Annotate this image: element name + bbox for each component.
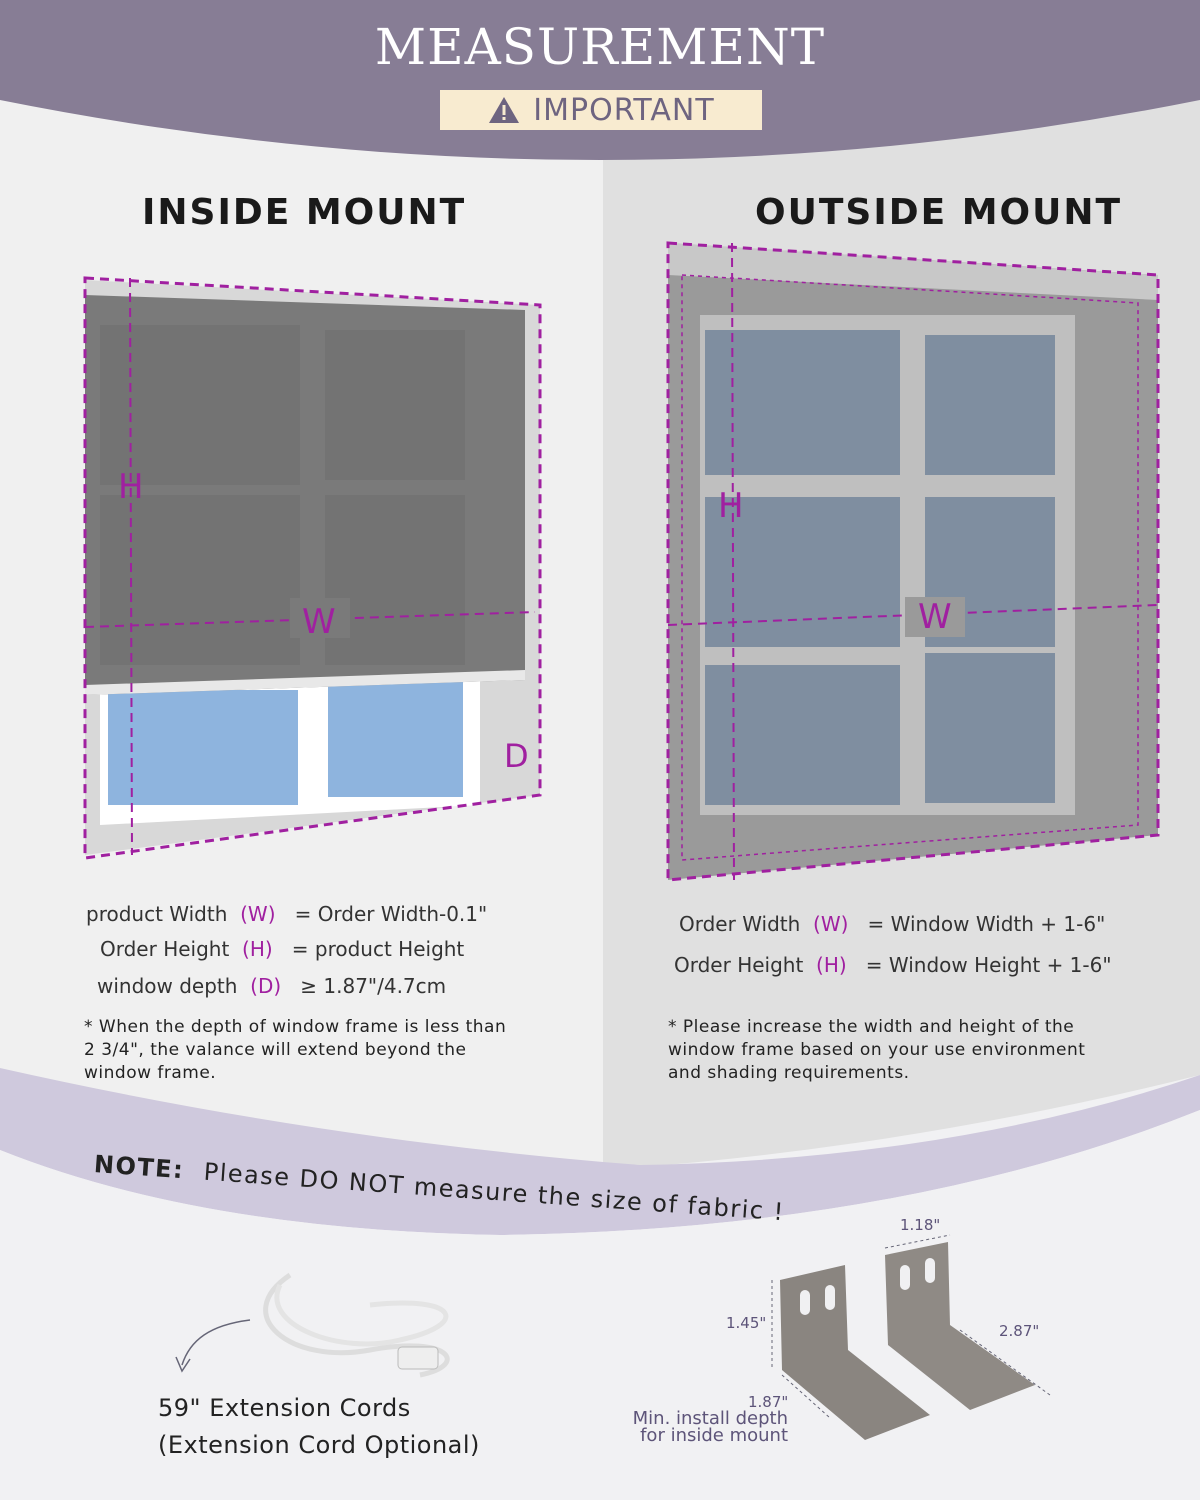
header-band bbox=[0, 0, 1200, 160]
inside-mount-title: INSIDE MOUNT bbox=[142, 192, 467, 233]
bracket-length-dim: 2.87" bbox=[999, 1322, 1040, 1340]
roller-shade bbox=[668, 243, 1158, 300]
outside-note: * Please increase the width and height o… bbox=[668, 1017, 1086, 1083]
inside-mount-diagram: H W D bbox=[83, 276, 542, 860]
warning-triangle-icon bbox=[489, 97, 520, 123]
inside-row-width: product Width (W) = Order Width-0.1" bbox=[86, 902, 488, 926]
bracket-top-dim: 1.18" bbox=[900, 1216, 941, 1234]
width-label: W bbox=[302, 602, 336, 642]
curved-arrow-icon bbox=[181, 1319, 251, 1366]
inside-note: * When the depth of window frame is less… bbox=[84, 1017, 507, 1083]
note-wave bbox=[0, 1068, 1200, 1235]
depth-label: D bbox=[504, 737, 529, 775]
height-label: H bbox=[718, 486, 744, 526]
outside-row-width: Order Width (W) = Window Width + 1-6" bbox=[679, 912, 1106, 936]
badge-label: IMPORTANT bbox=[533, 92, 715, 128]
inside-row-depth: window depth (D) ≥ 1.87"/4.7cm bbox=[97, 974, 447, 998]
page-title: MEASUREMENT bbox=[374, 18, 826, 76]
height-label: H bbox=[118, 467, 144, 507]
mounting-brackets-image bbox=[771, 1234, 1051, 1440]
width-label: W bbox=[918, 597, 952, 637]
bracket-height-dim: 1.45" bbox=[726, 1314, 767, 1332]
outside-row-height: Order Height (H) = Window Height + 1-6" bbox=[674, 953, 1112, 977]
important-badge: IMPORTANT bbox=[440, 90, 762, 130]
bracket-depth-dim: 1.87" bbox=[748, 1393, 789, 1411]
extension-cord-image bbox=[175, 1272, 450, 1378]
cord-caption: 59" Extension Cords(Extension Cord Optio… bbox=[158, 1394, 480, 1459]
inside-row-height: Order Height (H) = product Height bbox=[100, 937, 465, 961]
outside-mount-title: OUTSIDE MOUNT bbox=[755, 192, 1123, 233]
outside-mount-diagram: H W bbox=[666, 241, 1160, 882]
